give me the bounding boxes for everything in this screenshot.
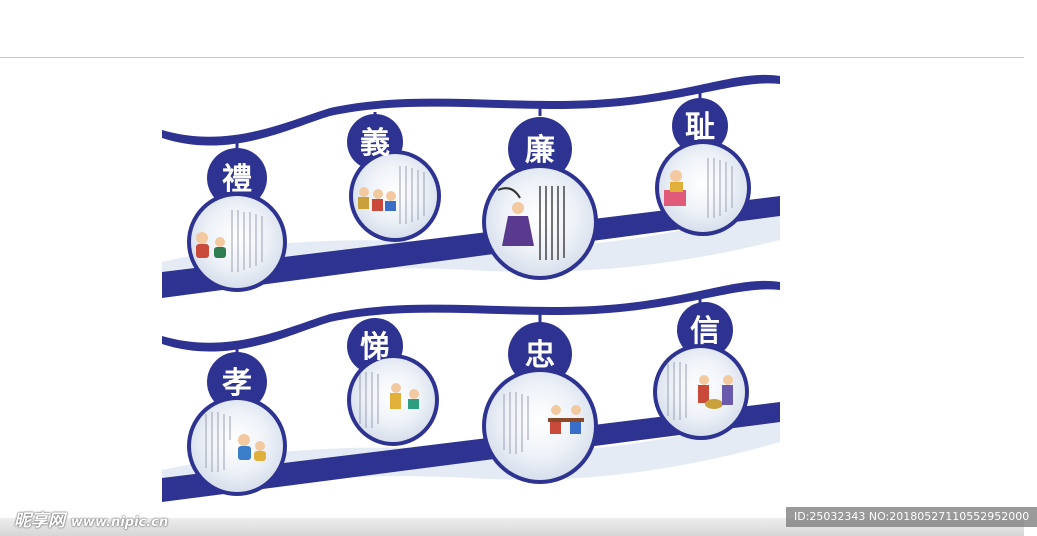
- bottom-strip: [0, 518, 1024, 536]
- virtue-char-1-1: 禮: [222, 162, 252, 197]
- seated-officials-scene: [664, 170, 686, 206]
- medallion-2-3: 忠: [482, 322, 598, 484]
- seated-group-scene: [358, 187, 396, 211]
- watermark-id: ID:25032343 NO:20180527110552952000: [786, 507, 1037, 527]
- virtue-char-1-3: 廉: [525, 133, 555, 168]
- watermark-left: 昵享网 www.nipic.cn: [14, 506, 168, 531]
- row-1: [162, 74, 780, 298]
- slope-band: [162, 402, 780, 502]
- virtue-char-1-2: 義: [360, 126, 390, 161]
- text-lines: [205, 412, 231, 472]
- medallion-1-2: 義: [347, 114, 441, 242]
- dancing-official-scene: [497, 187, 534, 246]
- curtain-lines: [539, 186, 565, 260]
- medallion-1-3: 廉: [482, 117, 598, 280]
- market-scene: [698, 375, 733, 409]
- wave-rail: [162, 280, 780, 352]
- top-divider: [0, 57, 1024, 58]
- text-lines: [667, 362, 687, 420]
- kneeling-figures-scene: [196, 232, 226, 258]
- text-lines: [231, 210, 263, 272]
- watermark-site: 昵享网: [14, 511, 65, 531]
- medallion-2-4: 信: [653, 302, 749, 440]
- virtue-char-1-4: 耻: [685, 110, 715, 145]
- wave-rail: [162, 74, 780, 146]
- two-elders-scene: [390, 383, 419, 409]
- medallion-1-1: 禮: [187, 148, 287, 292]
- text-lines: [399, 166, 425, 224]
- slope-band: [162, 196, 780, 298]
- medallion-2-2: 悌: [347, 318, 439, 446]
- text-lines: [707, 158, 733, 218]
- medallion-1-4: 耻: [655, 98, 751, 236]
- virtue-char-2-2: 悌: [360, 330, 390, 365]
- watermark-url: www.nipic.cn: [70, 515, 169, 530]
- child-elder-scene: [238, 434, 266, 461]
- table-scholars-scene: [548, 405, 584, 434]
- virtue-char-2-4: 信: [690, 314, 720, 349]
- virtue-char-2-3: 忠: [525, 338, 555, 373]
- medallion-2-1: 孝: [187, 352, 287, 496]
- virtue-char-2-1: 孝: [222, 366, 252, 401]
- text-lines: [503, 392, 529, 454]
- text-lines: [359, 372, 379, 428]
- row-2: [162, 280, 780, 502]
